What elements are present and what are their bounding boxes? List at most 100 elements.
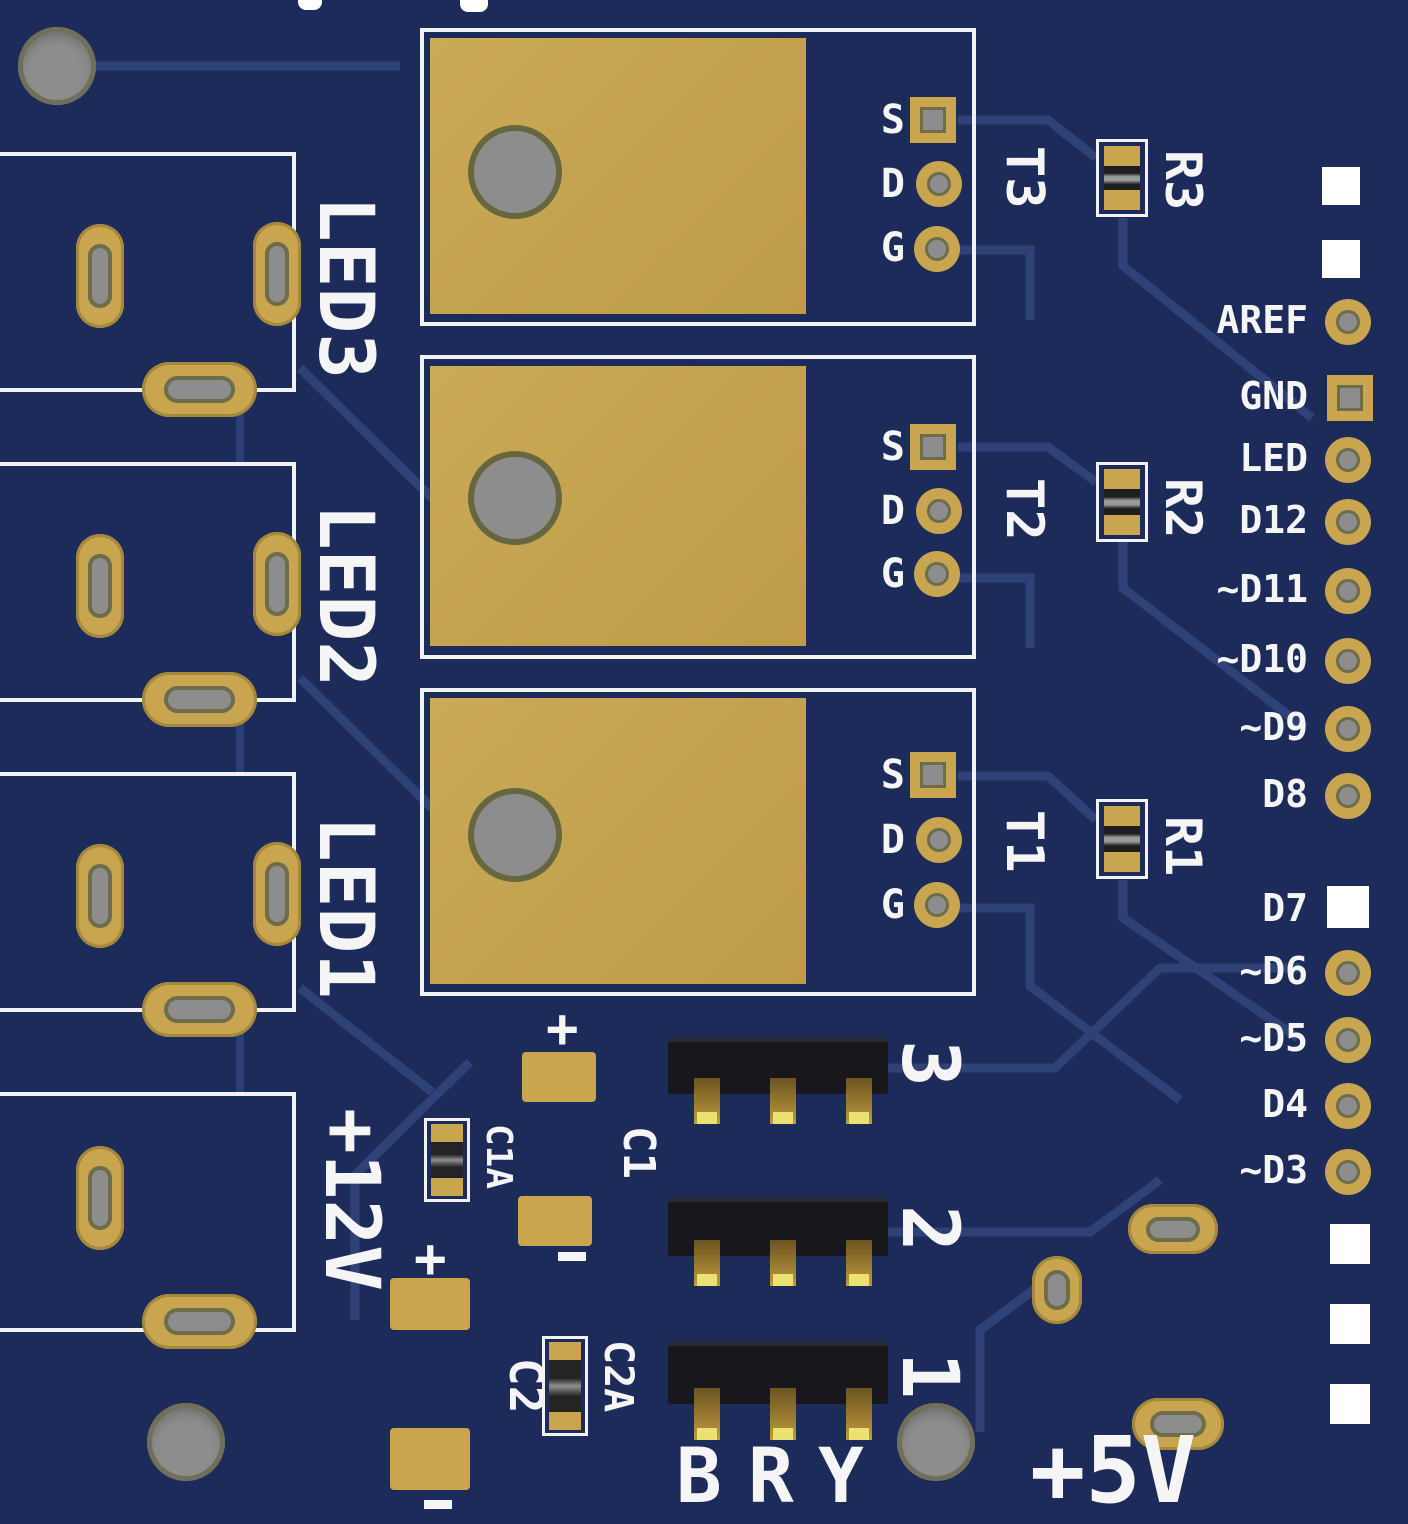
header-pin bbox=[846, 1388, 872, 1440]
mosfet-label-t3: T3 bbox=[994, 146, 1054, 209]
connector-pad bbox=[253, 222, 301, 326]
connector-pad bbox=[76, 224, 124, 328]
oval-pad bbox=[1032, 1256, 1082, 1324]
silk-fragment bbox=[460, 0, 488, 12]
pin-pad-aref bbox=[1325, 299, 1371, 345]
mosfet-label-t1: T1 bbox=[994, 810, 1054, 873]
mosfet-pin-label-s: S bbox=[880, 97, 905, 143]
oval-pad bbox=[1128, 1204, 1218, 1254]
header-pin bbox=[770, 1078, 796, 1124]
mosfet-pin-pad-s bbox=[910, 752, 956, 798]
connector-pad bbox=[76, 534, 124, 638]
pad-hole bbox=[1336, 961, 1360, 985]
header-label-2: 2 bbox=[884, 1205, 974, 1252]
mosfet-pin-pad-g bbox=[914, 551, 960, 597]
power-label-5v: +5V bbox=[1030, 1417, 1197, 1524]
mosfet-footprint-t2 bbox=[420, 355, 976, 659]
mosfet-pin-label-d: D bbox=[880, 161, 905, 207]
polarity-minus-mark bbox=[558, 1252, 586, 1261]
pad-hole bbox=[1336, 1160, 1360, 1184]
capacitor-body bbox=[549, 1360, 581, 1412]
capacitor-c1a bbox=[424, 1118, 470, 1202]
capacitor-label-c2a: C2A bbox=[595, 1340, 641, 1413]
connector-pad bbox=[142, 982, 257, 1037]
pin-label-gnd: GND bbox=[1239, 374, 1308, 418]
header-pin-tip bbox=[697, 1112, 717, 1124]
white-square-pad bbox=[1330, 1384, 1370, 1424]
pad-hole bbox=[925, 893, 949, 917]
header-pin bbox=[770, 1240, 796, 1286]
mosfet-label-t2: T2 bbox=[994, 478, 1054, 541]
pin-label-d5: ~D5 bbox=[1239, 1016, 1308, 1060]
resistor-r3 bbox=[1096, 139, 1148, 217]
pad-hole bbox=[1044, 1270, 1070, 1310]
connector-footprint-12v bbox=[0, 1092, 296, 1349]
pin-label-d11: ~D11 bbox=[1216, 567, 1308, 611]
connector-label-led3: LED3 bbox=[302, 196, 391, 380]
capacitor-body bbox=[431, 1142, 463, 1178]
polarity-plus-mark: + bbox=[414, 1227, 447, 1290]
mosfet-pin-label-g: G bbox=[880, 225, 905, 271]
header-pin-tip bbox=[849, 1428, 869, 1440]
header-pin-tip bbox=[697, 1274, 717, 1286]
header-label-3: 3 bbox=[884, 1040, 974, 1087]
mounting-hole bbox=[18, 27, 96, 105]
pad-hole bbox=[1336, 579, 1360, 603]
mounting-hole bbox=[897, 1403, 975, 1481]
header-pin bbox=[846, 1240, 872, 1286]
connector-footprint-led3 bbox=[0, 152, 301, 417]
pin-pad-d11 bbox=[1325, 568, 1371, 614]
capacitor-pad-c1 bbox=[522, 1052, 596, 1102]
mosfet-pin-pad-g bbox=[914, 882, 960, 928]
header-pin-tip bbox=[697, 1428, 717, 1440]
pad-hole bbox=[1336, 717, 1360, 741]
connector-pad bbox=[142, 1294, 257, 1349]
mosfet-pin-label-d: D bbox=[880, 488, 905, 534]
resistor-body bbox=[1104, 826, 1140, 852]
mosfet-pin-label-s: S bbox=[880, 752, 905, 798]
connector-pad bbox=[76, 1146, 124, 1250]
pad-hole bbox=[163, 685, 236, 714]
pin-pad-d3 bbox=[1325, 1149, 1371, 1195]
mosfet-pin-pad-d bbox=[916, 488, 962, 534]
mosfet-pin-label-d: D bbox=[880, 817, 905, 863]
pin-pad-led bbox=[1325, 437, 1371, 483]
silk-fragment bbox=[298, 0, 322, 10]
resistor-body bbox=[1104, 166, 1140, 190]
white-square-pad bbox=[1322, 240, 1360, 278]
header-pin-tip bbox=[773, 1274, 793, 1286]
resistor-pad bbox=[1104, 852, 1140, 872]
connector-pad bbox=[253, 842, 301, 946]
resistor-r2 bbox=[1096, 462, 1148, 542]
resistor-pad bbox=[1104, 190, 1140, 210]
pin-label-d4: D4 bbox=[1262, 1082, 1308, 1126]
pad-hole bbox=[1146, 1216, 1200, 1242]
mosfet-pin-label-g: G bbox=[880, 551, 905, 597]
pad-hole bbox=[1150, 1411, 1206, 1437]
mosfet-pin-pad-d bbox=[916, 817, 962, 863]
polarity-plus-mark: + bbox=[546, 997, 579, 1060]
resistor-pad bbox=[1104, 515, 1140, 535]
mosfet-tab-hole bbox=[468, 451, 562, 545]
header-pin bbox=[694, 1388, 720, 1440]
mosfet-footprint-t1 bbox=[420, 688, 976, 996]
resistor-label-r3: R3 bbox=[1154, 150, 1212, 211]
pad-hole bbox=[925, 562, 949, 586]
connector-pad bbox=[76, 844, 124, 948]
pin-pad-d5 bbox=[1325, 1017, 1371, 1063]
white-square-pad bbox=[1330, 1224, 1370, 1264]
connector-footprint-led1 bbox=[0, 772, 301, 1037]
oval-pad bbox=[1132, 1398, 1224, 1450]
pin-label-d12: D12 bbox=[1239, 498, 1308, 542]
pin-label-d10: ~D10 bbox=[1216, 637, 1308, 681]
header-pin bbox=[846, 1078, 872, 1124]
resistor-pad bbox=[1104, 146, 1140, 166]
connector-pad bbox=[142, 672, 257, 727]
pad-hole bbox=[927, 172, 951, 196]
pin-pad-d4 bbox=[1325, 1083, 1371, 1129]
pin-label-d3: ~D3 bbox=[1239, 1148, 1308, 1192]
white-square-pad bbox=[1330, 1304, 1370, 1344]
connector-label-led2: LED2 bbox=[302, 504, 391, 688]
wire-letter-y: Y bbox=[818, 1431, 864, 1520]
